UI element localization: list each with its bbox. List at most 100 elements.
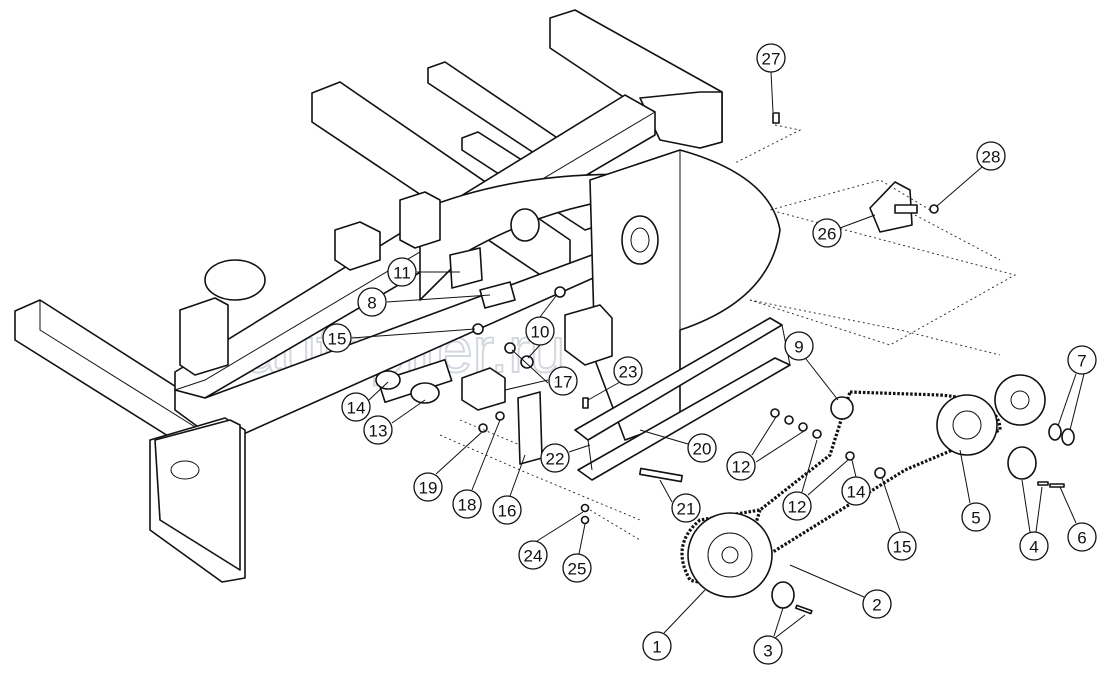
callout-10: 10 xyxy=(525,316,555,346)
callout-number: 15 xyxy=(328,330,347,349)
callout-15: 15 xyxy=(322,323,352,353)
callout-circle xyxy=(726,451,756,481)
callout-number: 13 xyxy=(369,422,388,441)
callout-number: 8 xyxy=(367,294,376,313)
callout-number: 5 xyxy=(971,509,980,528)
callout-circle xyxy=(753,635,783,665)
callout-number: 7 xyxy=(1077,352,1086,371)
callout-number: 10 xyxy=(531,323,550,342)
callout-1: 1 xyxy=(642,631,672,661)
callout-number: 11 xyxy=(393,264,411,283)
callout-number: 23 xyxy=(619,363,638,382)
callout-circle xyxy=(1019,531,1049,561)
callout-circle xyxy=(671,493,701,523)
callout-circle xyxy=(841,476,871,506)
callout-circle xyxy=(1067,522,1097,552)
callout-circle xyxy=(782,491,812,521)
callout-9: 9 xyxy=(784,331,814,361)
callout-number: 17 xyxy=(554,373,573,392)
callout-18: 18 xyxy=(452,489,482,519)
parts-group-left xyxy=(375,247,613,465)
callout-7: 7 xyxy=(1067,345,1097,375)
callout-circle xyxy=(756,43,786,73)
callout-circle xyxy=(357,287,387,317)
callout-number: 19 xyxy=(419,479,438,498)
parts-group-top-right xyxy=(772,112,939,233)
projection-lines xyxy=(439,124,1017,541)
callout-circle xyxy=(961,502,991,532)
callout-19: 19 xyxy=(413,472,443,502)
callout-number: 22 xyxy=(546,450,565,469)
callout-circle xyxy=(562,553,592,583)
callout-23: 23 xyxy=(613,356,643,386)
callout-circle xyxy=(687,433,717,463)
callout-27: 27 xyxy=(756,43,786,73)
callout-20: 20 xyxy=(687,433,717,463)
chain-drive xyxy=(680,374,1075,615)
callout-circle xyxy=(548,366,578,396)
callout-number: 1 xyxy=(652,638,661,657)
callout-number: 12 xyxy=(732,458,751,477)
callout-number: 24 xyxy=(524,547,543,566)
callout-5: 5 xyxy=(961,502,991,532)
callout-number: 4 xyxy=(1029,538,1038,557)
callout-number: 14 xyxy=(847,483,866,502)
callout-circle xyxy=(642,631,672,661)
callout-circle xyxy=(1067,345,1097,375)
callout-24: 24 xyxy=(518,540,548,570)
callout-number: 6 xyxy=(1077,529,1086,548)
callout-number: 12 xyxy=(788,498,807,517)
callout-11: 11 xyxy=(387,257,417,287)
callout-circle xyxy=(976,141,1006,171)
callout-circle xyxy=(387,257,417,287)
callout-number: 18 xyxy=(458,496,477,515)
callout-number: 14 xyxy=(347,399,366,418)
callout-circle xyxy=(862,589,892,619)
callout-16: 16 xyxy=(492,495,522,525)
callout-13: 13 xyxy=(363,415,393,445)
callout-15: 15 xyxy=(887,531,917,561)
callout-17: 17 xyxy=(548,366,578,396)
callout-circle xyxy=(518,540,548,570)
callout-circle xyxy=(322,323,352,353)
callout-number: 26 xyxy=(818,225,837,244)
callout-number: 28 xyxy=(982,148,1001,167)
callout-number: 3 xyxy=(763,642,772,661)
callout-number: 9 xyxy=(794,338,803,357)
callout-12: 12 xyxy=(726,451,756,481)
callout-number: 21 xyxy=(677,500,696,519)
callout-6: 6 xyxy=(1067,522,1097,552)
rail-assembly xyxy=(574,317,791,525)
callout-25: 25 xyxy=(562,553,592,583)
callout-14: 14 xyxy=(841,476,871,506)
callout-number: 25 xyxy=(568,560,587,579)
callout-circle xyxy=(540,443,570,473)
callout-8: 8 xyxy=(357,287,387,317)
callout-22: 22 xyxy=(540,443,570,473)
callout-circle xyxy=(452,489,482,519)
callout-28: 28 xyxy=(976,141,1006,171)
callout-number: 20 xyxy=(693,440,712,459)
callout-4: 4 xyxy=(1019,531,1049,561)
callout-circle xyxy=(887,531,917,561)
callout-12: 12 xyxy=(782,491,812,521)
callout-number: 15 xyxy=(893,538,912,557)
frame-assembly xyxy=(14,9,781,583)
callout-number: 27 xyxy=(762,50,781,69)
callout-circle xyxy=(413,472,443,502)
callout-3: 3 xyxy=(753,635,783,665)
callout-number: 2 xyxy=(872,596,881,615)
callout-26: 26 xyxy=(812,218,842,248)
callout-circle xyxy=(784,331,814,361)
callout-circle xyxy=(492,495,522,525)
callout-circle xyxy=(812,218,842,248)
callout-circle xyxy=(341,392,371,422)
leader-lines xyxy=(351,71,1085,639)
callout-2: 2 xyxy=(862,589,892,619)
callout-circle xyxy=(363,415,393,445)
callout-14: 14 xyxy=(341,392,371,422)
callout-circle xyxy=(525,316,555,346)
